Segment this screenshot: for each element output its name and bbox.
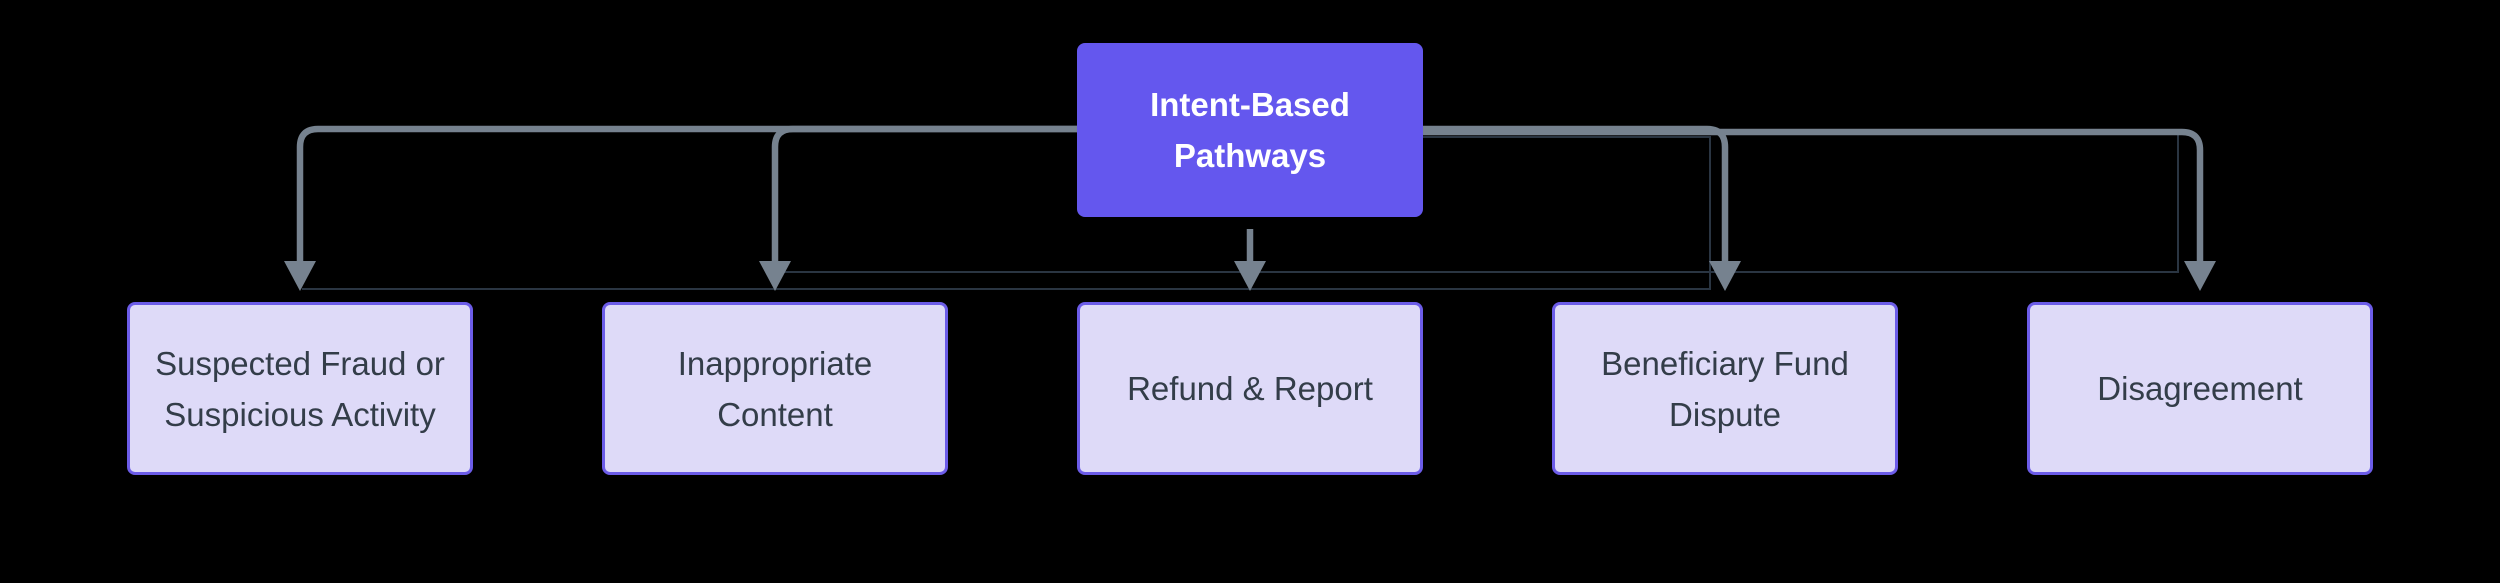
edge-root-to-suspected-fraud <box>296 125 1077 262</box>
edge-arrowhead-suspected-fraud <box>284 261 316 291</box>
edge-arrowhead-beneficiary-dispute <box>1709 261 1741 291</box>
node-refund-report: Refund & Report <box>1077 302 1423 475</box>
node-suspected-fraud: Suspected Fraud or Suspicious Activity <box>127 302 473 475</box>
edge-arrowhead-disagreement <box>2184 261 2216 291</box>
node-label: Inappropriate Content <box>677 344 873 433</box>
node-label: Suspected Fraud or Suspicious Activity <box>155 344 445 433</box>
edge-arrowhead-refund-report <box>1234 261 1266 291</box>
edge-root-to-disagreement <box>1423 128 2204 262</box>
edge-arrowhead-inappropriate-content <box>759 261 791 291</box>
node-label: Disagreement <box>2097 370 2303 407</box>
node-inappropriate-content: Inappropriate Content <box>602 302 948 475</box>
edge-root-to-beneficiary-dispute <box>1423 125 1729 262</box>
node-label: Intent-Based Pathways <box>1150 86 1350 174</box>
node-beneficiary-fund-dispute: Beneficiary Fund Dispute <box>1552 302 1898 475</box>
faint-edge-trace-lower <box>302 136 1711 290</box>
faint-edge-trace-upper <box>775 134 2179 273</box>
node-label: Beneficiary Fund Dispute <box>1601 344 1849 433</box>
edge-root-to-inappropriate-content <box>771 125 1077 262</box>
node-label: Refund & Report <box>1127 370 1373 407</box>
node-disagreement: Disagreement <box>2027 302 2373 475</box>
node-intent-based-pathways: Intent-Based Pathways <box>1077 43 1423 217</box>
